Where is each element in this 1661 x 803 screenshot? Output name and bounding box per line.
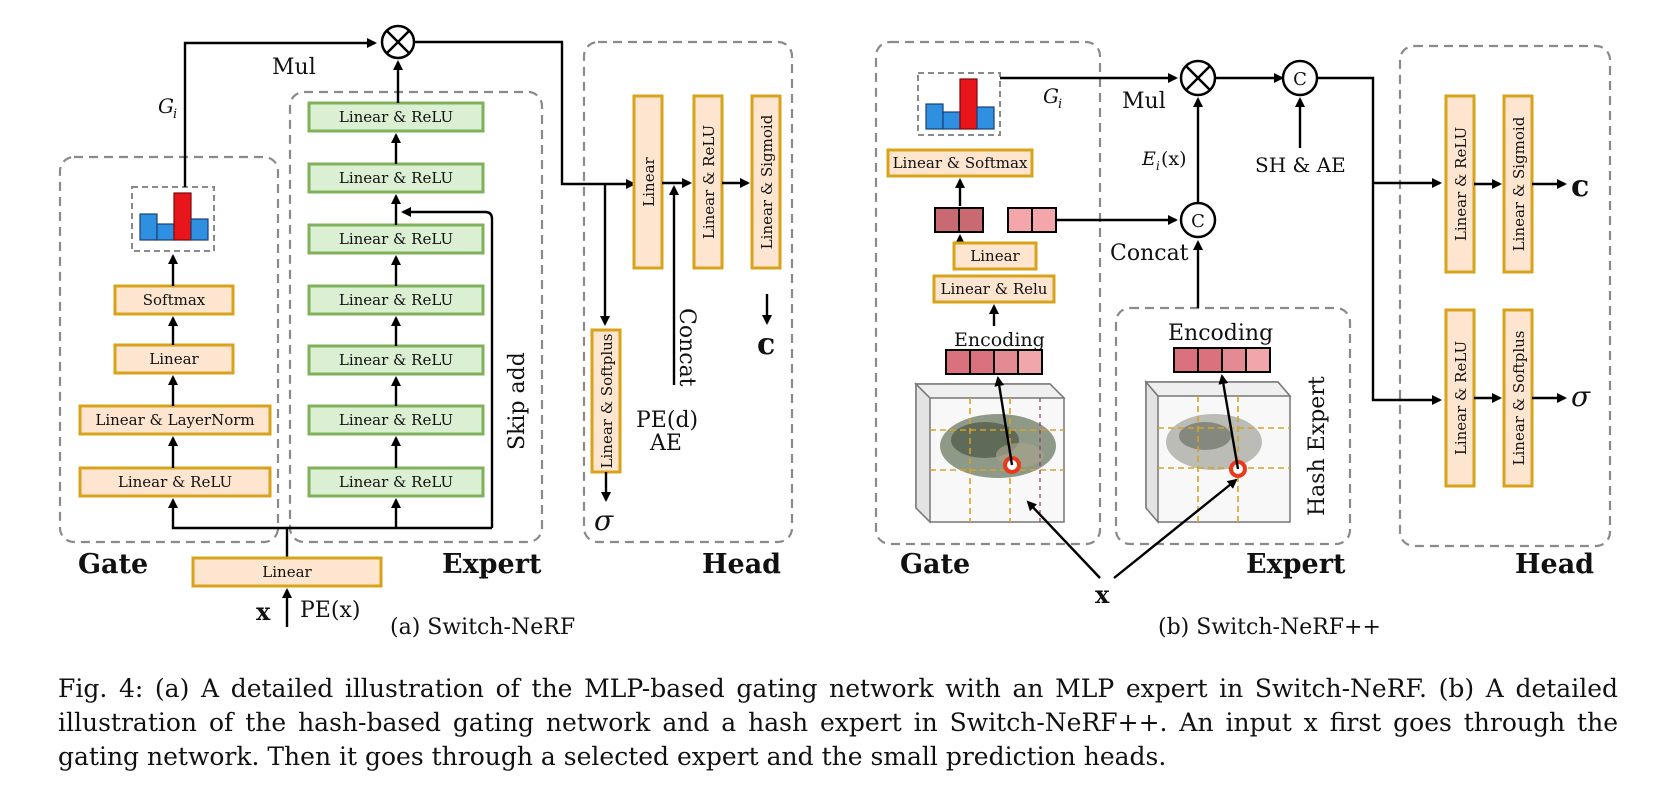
expert-region-b — [1114, 306, 1352, 546]
gate-linear-layernorm-box — [78, 404, 272, 436]
gate-hash-grid-cube — [914, 382, 1066, 524]
input-x-a: x — [256, 597, 271, 626]
panel-b: G i Mul Linear & Softmax Linear Linear &… — [874, 40, 1612, 640]
gate-region-b — [874, 40, 1102, 546]
svg-text:Linear & ReLU: Linear & ReLU — [339, 473, 453, 491]
sh-ae-label: SH & AE — [1255, 153, 1346, 177]
head-sigmoid-box-a — [750, 94, 782, 270]
svg-text:Linear & ReLU: Linear & ReLU — [339, 169, 453, 187]
head-softplus-box-a — [590, 328, 622, 474]
ei-label: E — [1141, 148, 1156, 170]
expert-label-b: Expert — [1246, 549, 1346, 580]
expert-region-a — [288, 90, 544, 544]
head-label-b: Head — [1515, 549, 1594, 580]
svg-text:Linear & ReLU: Linear & ReLU — [339, 230, 453, 248]
encoding-label-expert: Encoding — [1168, 321, 1273, 346]
head-region-a — [582, 40, 794, 544]
gate-label-a: Gate — [78, 549, 148, 580]
gi-label-b: G — [1043, 84, 1059, 108]
gate-linear-relu-box — [78, 466, 272, 498]
svg-text:Linear & ReLU: Linear & ReLU — [339, 351, 453, 369]
gate-histogram-b — [917, 72, 1001, 136]
ei-arg: (x) — [1161, 148, 1187, 170]
gate-feature-block — [934, 207, 984, 233]
head-softplus-label-b: Linear & Softplus — [1510, 331, 1528, 466]
svg-text:Linear & ReLU: Linear & ReLU — [339, 291, 453, 309]
gate-linear-label: Linear — [149, 350, 199, 368]
head-sigmoid-label-b: Linear & Sigmoid — [1510, 116, 1528, 251]
output-sigma-a: σ — [594, 504, 614, 537]
gate-encoding-block — [945, 349, 1043, 375]
linear-relu-label-b: Linear & Relu — [941, 280, 1048, 298]
head-sigmoid-label-a: Linear & Sigmoid — [758, 114, 776, 249]
expert-feature-block — [1007, 207, 1057, 233]
expert-label-a: Expert — [442, 549, 542, 580]
ei-sub: i — [1156, 159, 1160, 173]
expert-hash-grid-cube — [1144, 379, 1292, 525]
gate-label-b: Gate — [900, 549, 970, 580]
gate-histogram-a — [131, 186, 215, 252]
gi-sub-a: i — [173, 107, 177, 122]
linear-softmax-label: Linear & Softmax — [893, 154, 1028, 172]
gi-sub-b: i — [1058, 97, 1062, 112]
output-sigma-b: σ — [1571, 380, 1591, 413]
concat-node-sh-symbol: C — [1293, 69, 1307, 90]
subcaption-a: (a) Switch-NeRF — [390, 615, 575, 640]
linear-label-b: Linear — [970, 247, 1020, 265]
gi-label-a: G — [158, 94, 174, 118]
head-relu-label-top-b: Linear & ReLU — [1452, 127, 1470, 241]
head-linear-label-a: Linear — [640, 156, 658, 206]
skip-add-label: Skip add — [505, 352, 530, 450]
output-c-b: c — [1571, 169, 1589, 204]
gate-region-a — [58, 155, 280, 544]
pe-d-label: PE(d) — [636, 408, 698, 433]
mul-label-a: Mul — [272, 55, 316, 80]
multiply-node-a — [380, 24, 416, 60]
head-label-a: Head — [702, 549, 781, 580]
multiply-node-b — [1179, 59, 1217, 97]
gate-linear-layernorm-label: Linear & LayerNorm — [95, 411, 254, 429]
input-x-b: x — [1095, 580, 1110, 609]
expert-encoding-block — [1173, 347, 1271, 373]
input-pe-x: PE(x) — [300, 598, 360, 623]
linear-box-b — [952, 241, 1038, 271]
panel-a: Softmax Linear Linear & LayerNorm Linear… — [58, 24, 794, 640]
head-softplus-box-b — [1502, 308, 1534, 488]
head-linear-box-a — [632, 94, 664, 270]
ae-label-a: AE — [649, 431, 682, 456]
figure-caption: Fig. 4: (a) A detailed illustration of t… — [58, 674, 1618, 771]
svg-text:Linear & ReLU: Linear & ReLU — [339, 108, 453, 126]
head-relu-label-a: Linear & ReLU — [700, 125, 718, 239]
input-linear-label: Linear — [262, 563, 312, 581]
hash-expert-label: Hash Expert — [1305, 376, 1330, 516]
concat-label-a: Concat — [674, 308, 699, 387]
subcaption-b: (b) Switch-NeRF++ — [1158, 615, 1381, 640]
head-region-b — [1398, 44, 1612, 548]
gate-linear-relu-label: Linear & ReLU — [118, 473, 232, 491]
head-softplus-label-a: Linear & Softplus — [598, 334, 616, 469]
encoding-label-gate: Encoding — [954, 329, 1045, 351]
mul-label-b: Mul — [1122, 89, 1166, 114]
svg-text:Linear & ReLU: Linear & ReLU — [339, 411, 453, 429]
gate-softmax-label: Softmax — [143, 291, 206, 309]
input-linear-box — [191, 556, 383, 588]
linear-softmax-box — [886, 148, 1034, 178]
concat-label-b: Concat — [1110, 241, 1189, 266]
head-relu-label-bottom-b: Linear & ReLU — [1452, 341, 1470, 455]
output-c-a: c — [757, 327, 775, 362]
concat-node-symbol: C — [1191, 211, 1205, 232]
linear-relu-box-b — [932, 274, 1056, 304]
gate-linear-box — [113, 343, 235, 375]
